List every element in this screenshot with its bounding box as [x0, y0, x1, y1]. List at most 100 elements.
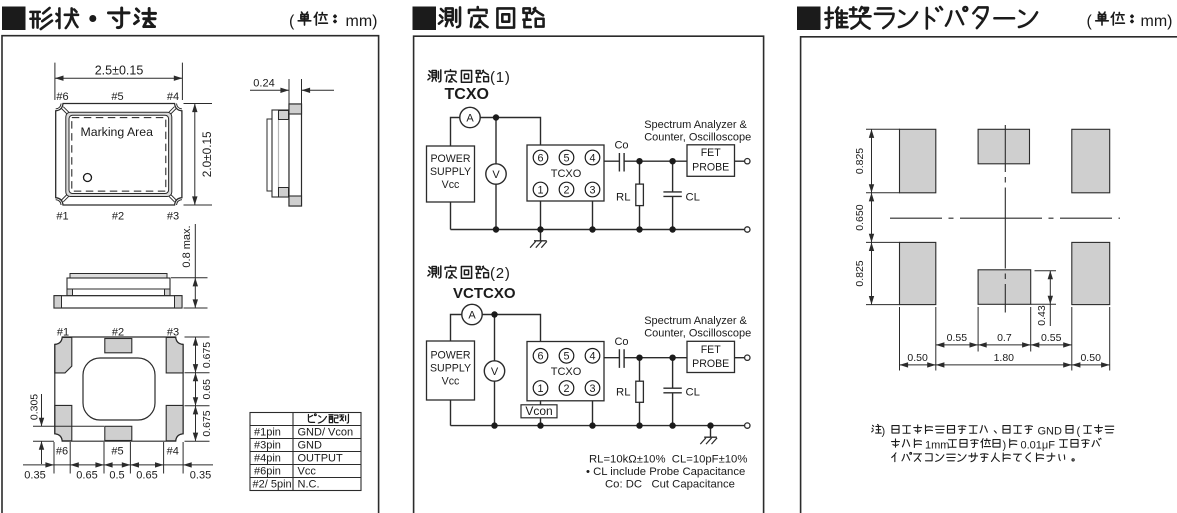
svg-text:0.55: 0.55: [1041, 332, 1062, 344]
svg-text:RL=10kΩ±10% CL=10pF±10%: RL=10kΩ±10% CL=10pF±10%: [589, 454, 747, 466]
svg-text:SUPPLY: SUPPLY: [430, 166, 471, 178]
svg-text:Vcc: Vcc: [298, 466, 317, 478]
svg-text:#1pin: #1pin: [254, 427, 281, 439]
svg-text:GND: GND: [298, 440, 323, 452]
svg-text:1mm: 1mm: [925, 440, 949, 452]
svg-text:RL: RL: [616, 191, 630, 203]
svg-text:Spectrum Analyzer &: Spectrum Analyzer &: [644, 315, 747, 327]
svg-text:0.650: 0.650: [854, 204, 866, 230]
svg-text:SUPPLY: SUPPLY: [430, 363, 471, 375]
svg-text:OUTPUT: OUTPUT: [298, 453, 344, 465]
svg-text:• CL include Probe Capacitance: • CL include Probe Capacitance: [586, 466, 745, 478]
svg-text:6: 6: [537, 152, 543, 164]
svg-text:#2/ 5pin: #2/ 5pin: [253, 479, 292, 491]
svg-text:3: 3: [589, 383, 595, 395]
svg-text:mm): mm): [1141, 13, 1173, 30]
svg-text:(: (: [289, 13, 295, 30]
svg-text:#2: #2: [112, 327, 124, 339]
svg-text:1.80: 1.80: [994, 352, 1015, 364]
svg-text:#1: #1: [56, 211, 68, 223]
svg-text:0.675: 0.675: [201, 410, 213, 436]
svg-text:1: 1: [537, 383, 543, 395]
svg-text:4: 4: [589, 351, 595, 363]
svg-text:): ): [882, 426, 886, 438]
svg-text:CL: CL: [686, 387, 700, 399]
svg-text:Vcc: Vcc: [442, 179, 460, 191]
svg-text:TCXO: TCXO: [551, 366, 582, 378]
svg-text:TCXO: TCXO: [551, 168, 582, 180]
svg-text:FET: FET: [701, 344, 722, 356]
svg-text:0.8 max.: 0.8 max.: [181, 225, 193, 267]
svg-text:#1: #1: [57, 327, 69, 339]
svg-text:#4: #4: [167, 91, 179, 103]
svg-text:FET: FET: [701, 147, 722, 159]
svg-text:#2: #2: [112, 211, 124, 223]
svg-text:Co: DC Cut Capacitance: Co: DC Cut Capacitance: [605, 479, 735, 491]
svg-text:V: V: [491, 366, 499, 378]
svg-text:0.01μF: 0.01μF: [1021, 440, 1056, 452]
svg-text:): ): [1003, 440, 1007, 452]
svg-text:Vcon: Vcon: [525, 404, 552, 418]
svg-text:#3: #3: [167, 327, 179, 339]
svg-text:5: 5: [563, 152, 569, 164]
svg-text:0.35: 0.35: [190, 470, 211, 482]
svg-text:#3: #3: [167, 211, 179, 223]
svg-text:(1): (1): [490, 69, 511, 86]
svg-text:Counter, Oscilloscope: Counter, Oscilloscope: [644, 131, 751, 143]
svg-text:0.825: 0.825: [854, 148, 866, 174]
svg-text:GND/ Vcon: GND/ Vcon: [298, 427, 354, 439]
svg-text:2.5±0.15: 2.5±0.15: [95, 64, 144, 78]
svg-text:0.65: 0.65: [76, 470, 97, 482]
svg-text:N.C.: N.C.: [298, 479, 320, 491]
svg-text:Marking Area: Marking Area: [81, 125, 154, 139]
svg-text:POWER: POWER: [430, 350, 470, 362]
svg-text:3: 3: [589, 184, 595, 196]
svg-text:0.305: 0.305: [28, 394, 40, 420]
svg-text:PROBE: PROBE: [692, 162, 729, 174]
svg-text:0.825: 0.825: [854, 260, 866, 286]
svg-text:0.50: 0.50: [1080, 352, 1101, 364]
svg-text:4: 4: [589, 152, 595, 164]
svg-text:2.0±0.15: 2.0±0.15: [200, 131, 214, 177]
svg-text:0.50: 0.50: [907, 352, 928, 364]
svg-text:0.65: 0.65: [201, 379, 213, 400]
svg-text:Vcc: Vcc: [442, 376, 460, 388]
svg-text:CL: CL: [686, 191, 700, 203]
svg-text:RL: RL: [616, 387, 630, 399]
svg-text:#6pin: #6pin: [254, 466, 281, 478]
svg-text:5: 5: [563, 351, 569, 363]
svg-text:(: (: [1087, 13, 1093, 30]
svg-text:(: (: [1077, 426, 1081, 438]
svg-text:#5: #5: [111, 91, 123, 103]
svg-text:Counter, Oscilloscope: Counter, Oscilloscope: [644, 327, 751, 339]
svg-text:PROBE: PROBE: [692, 358, 729, 370]
svg-text:0.35: 0.35: [24, 470, 45, 482]
svg-text:0.24: 0.24: [253, 78, 274, 90]
svg-text:0.7: 0.7: [997, 332, 1012, 344]
svg-text:#3pin: #3pin: [254, 440, 281, 452]
svg-text:Co: Co: [614, 336, 628, 348]
svg-text:0.675: 0.675: [201, 342, 213, 368]
svg-text:(2): (2): [490, 265, 511, 282]
svg-text:#4pin: #4pin: [254, 453, 281, 465]
svg-text:1: 1: [537, 184, 543, 196]
svg-text:0.65: 0.65: [136, 470, 157, 482]
svg-text:2: 2: [563, 383, 569, 395]
svg-text:0.5: 0.5: [109, 470, 124, 482]
svg-text:A: A: [468, 310, 476, 322]
svg-text:0.43: 0.43: [1036, 305, 1048, 326]
svg-text:#4: #4: [167, 446, 179, 458]
svg-text:Co: Co: [614, 140, 628, 152]
svg-text:#5: #5: [111, 446, 123, 458]
svg-text:2: 2: [563, 184, 569, 196]
svg-text:mm): mm): [346, 13, 378, 30]
svg-text:GND: GND: [1038, 426, 1063, 438]
svg-text:VCTCXO: VCTCXO: [453, 285, 516, 302]
svg-text:V: V: [492, 169, 500, 181]
svg-text:A: A: [466, 113, 474, 125]
svg-text:#6: #6: [56, 91, 68, 103]
svg-text:6: 6: [537, 351, 543, 363]
svg-text:Spectrum Analyzer &: Spectrum Analyzer &: [644, 119, 747, 131]
svg-text:TCXO: TCXO: [445, 86, 489, 103]
svg-text:POWER: POWER: [430, 153, 470, 165]
